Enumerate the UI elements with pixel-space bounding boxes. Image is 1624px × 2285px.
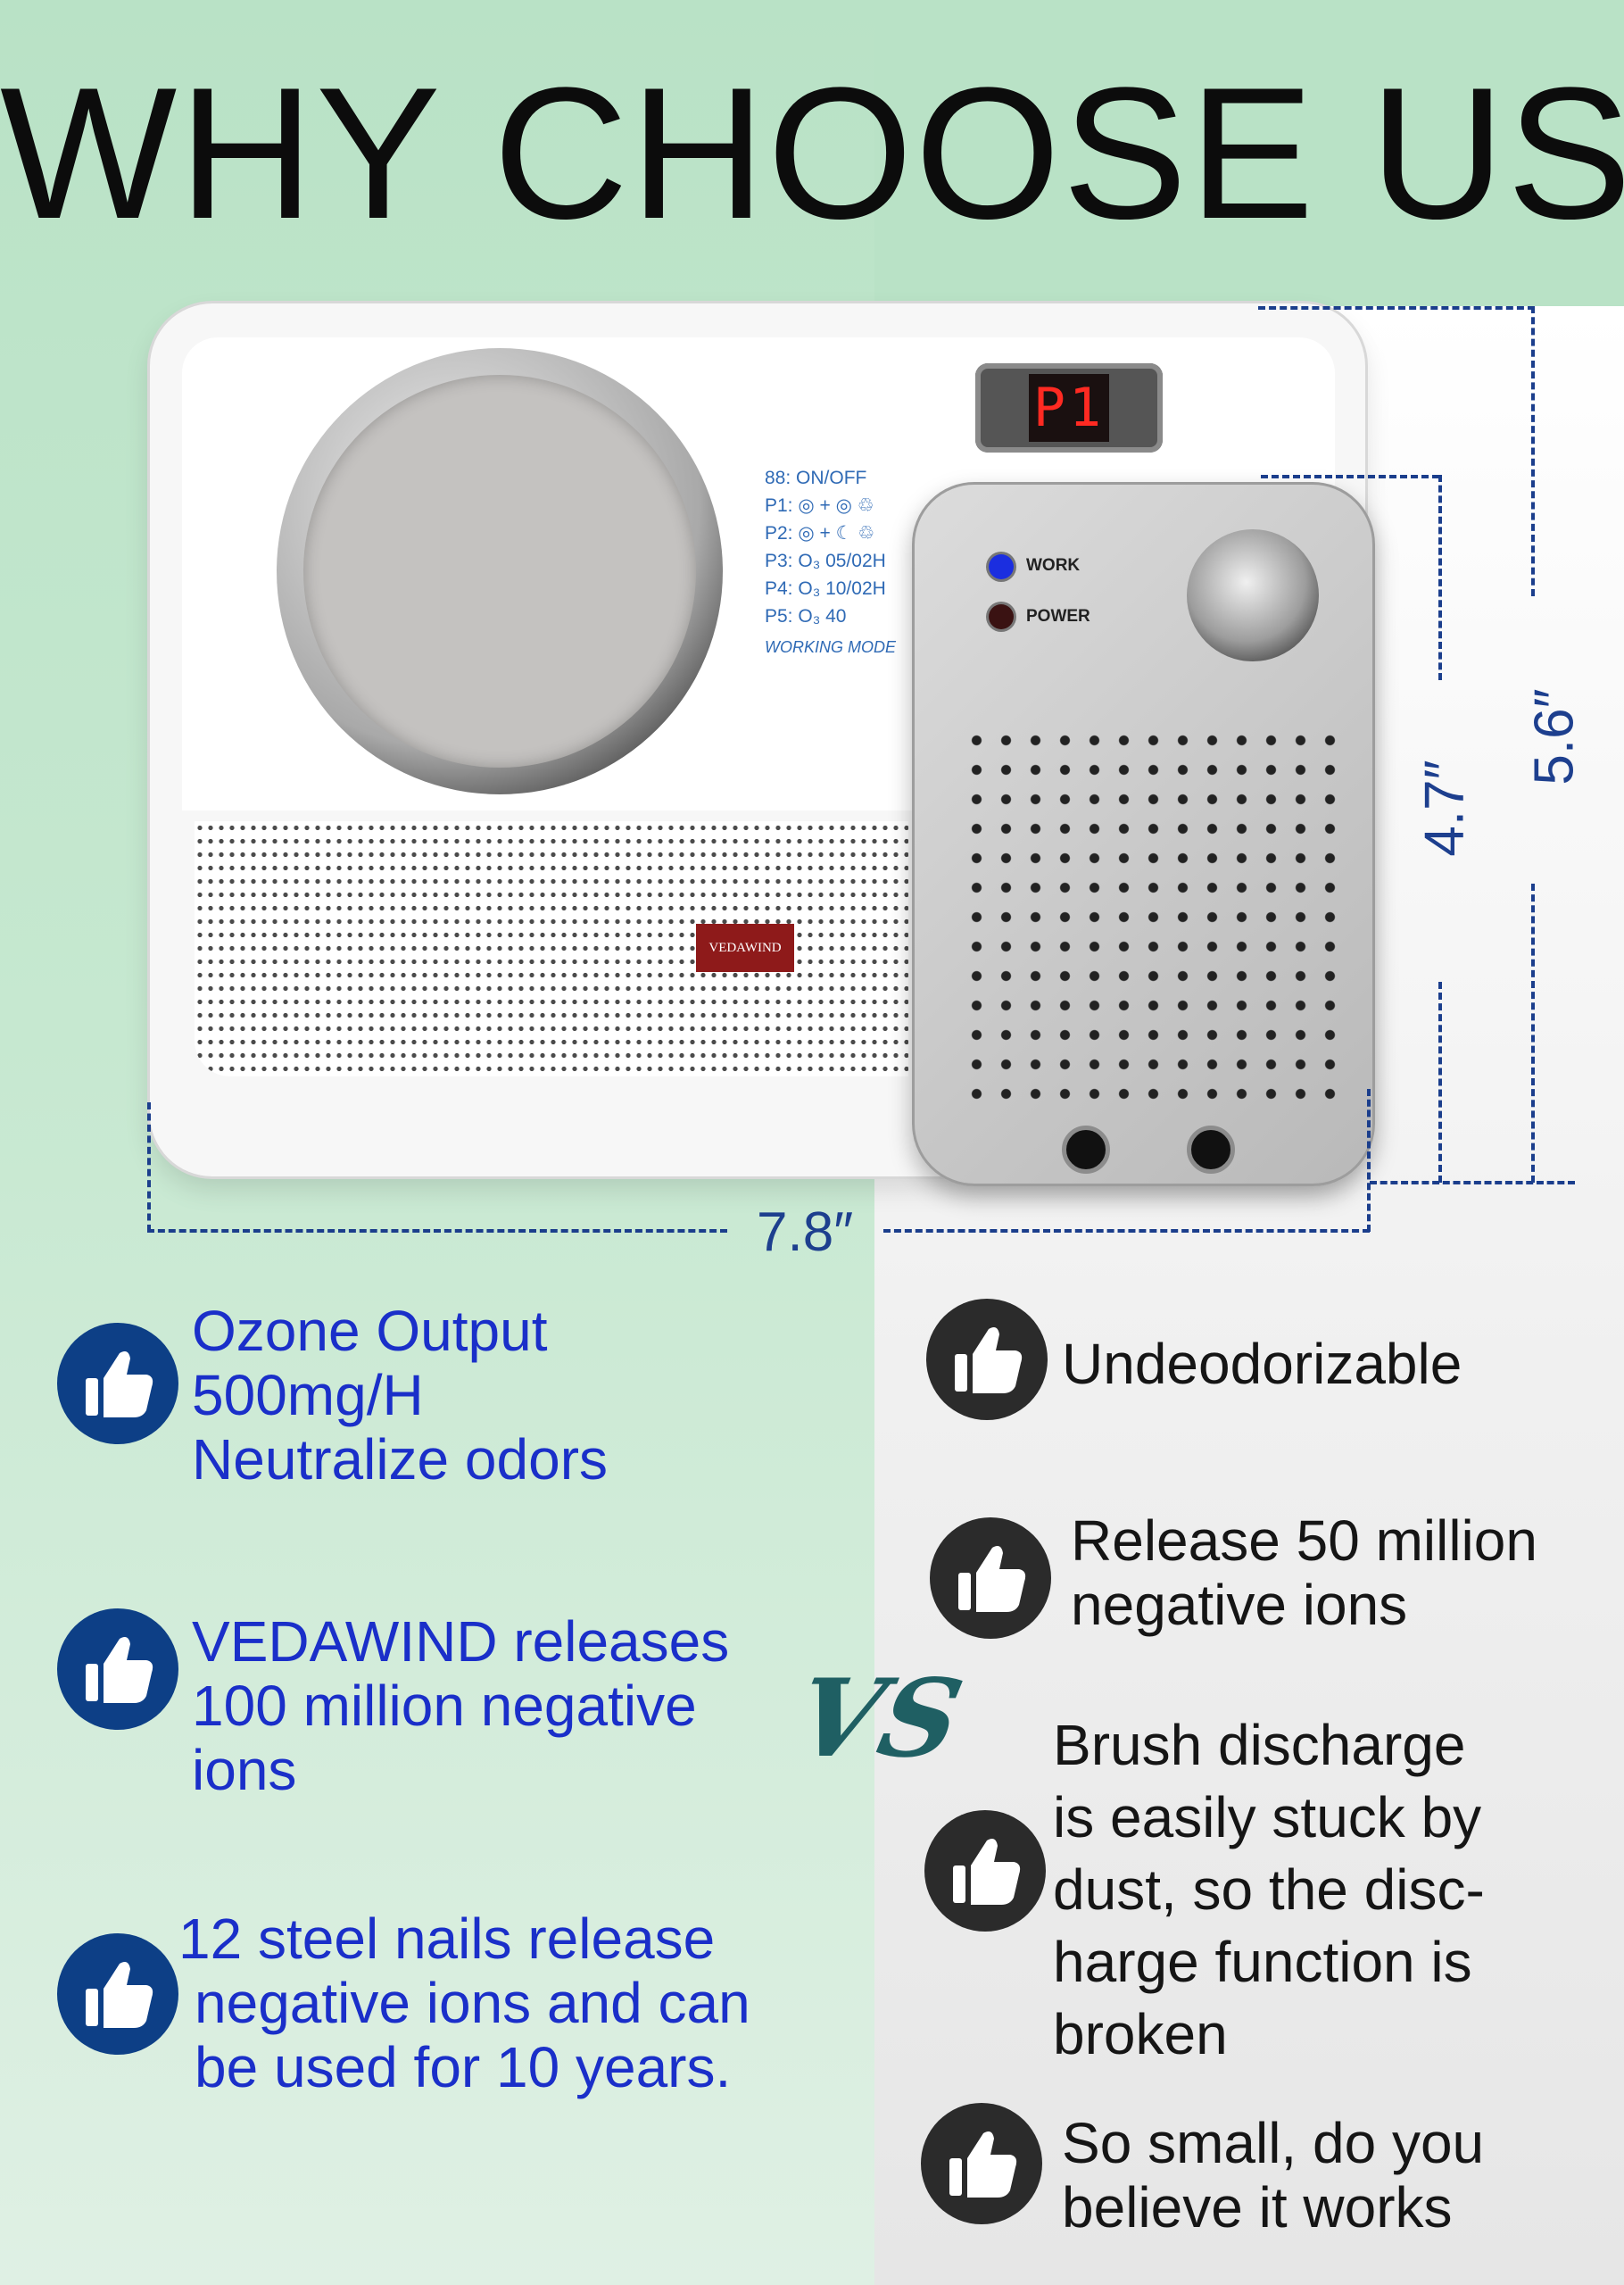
large-height-bottom: [1370, 1181, 1575, 1184]
small-height-line: [1438, 982, 1442, 1183]
width-dimension-line: [883, 1229, 1370, 1233]
device-dial: [277, 348, 723, 794]
thumbs-up-icon: [921, 2103, 1042, 2224]
headline: WHY CHOOSE US: [0, 48, 1624, 258]
large-height-line: [1531, 884, 1535, 1183]
thumbs-up-icon: [924, 1810, 1046, 1932]
feature-left-2: VEDAWIND releases 100 million negative i…: [192, 1609, 730, 1802]
power-led-icon: [989, 604, 1014, 629]
mode-p5: P5: O₃ 40: [765, 606, 847, 627]
competitor-vent-holes: [962, 726, 1337, 1101]
thumbs-up-icon: [926, 1299, 1048, 1420]
mode-p4: P4: O₃ 10/02H: [765, 578, 886, 599]
feature-left-3: 12 steel nails release negative ions and…: [178, 1907, 750, 2099]
working-mode-caption: WORKING MODE: [765, 638, 896, 656]
thumbs-up-icon: [57, 1608, 178, 1730]
small-height-line: [1438, 475, 1442, 680]
mode-onoff: 88: ON/OFF: [765, 468, 867, 488]
thumbs-up-icon: [57, 1933, 178, 2055]
mode-p2: P2: ◎ + ☾ ♲: [765, 523, 875, 544]
mode-p1: P1: ◎ + ◎ ♲: [765, 495, 874, 516]
width-dimension-line: [147, 1229, 727, 1233]
power-label: POWER: [1026, 607, 1090, 626]
display-code: P1: [1029, 374, 1109, 442]
brand-badge: VEDAWIND: [696, 924, 794, 972]
thumbs-up-icon: [930, 1517, 1051, 1639]
large-height-line: [1531, 306, 1535, 596]
width-dimension-right: [1367, 1089, 1371, 1232]
thumbs-up-icon: [57, 1323, 178, 1444]
port-icon: [1187, 1126, 1235, 1174]
device-speaker-grille: [195, 821, 908, 1076]
work-label: WORK: [1026, 556, 1081, 575]
mode-p3: P3: O₃ 05/02H: [765, 551, 886, 571]
competitor-knob: [1187, 529, 1319, 661]
device-display: P1: [975, 363, 1163, 453]
competitor-device: WORK POWER: [912, 482, 1375, 1186]
work-led-icon: [989, 554, 1014, 579]
feature-right-4: So small, do you believe it works: [1062, 2111, 1485, 2239]
small-height-label: 4.7″: [1413, 760, 1476, 857]
feature-right-3: Brush discharge is easily stuck by dust,…: [1053, 1713, 1485, 2066]
width-dimension-label: 7.8″: [757, 1201, 854, 1263]
large-height-top: [1258, 306, 1535, 310]
width-dimension-left: [147, 1102, 151, 1232]
background-top-right: [874, 0, 1624, 306]
small-height-top: [1261, 475, 1439, 478]
feature-right-2: Release 50 million negative ions: [1071, 1508, 1537, 1637]
feature-right-1: Undeodorizable: [1062, 1332, 1462, 1396]
feature-left-1: Ozone Output 500mg/H Neutralize odors: [192, 1299, 608, 1491]
large-height-label: 5.6″: [1523, 688, 1586, 785]
port-icon: [1062, 1126, 1110, 1174]
device-dial-face: [303, 375, 696, 768]
vs-label: VS: [785, 1656, 973, 1782]
working-mode-list: 88: ON/OFF P1: ◎ + ◎ ♲ P2: ◎ + ☾ ♲ P3: O…: [765, 464, 896, 661]
